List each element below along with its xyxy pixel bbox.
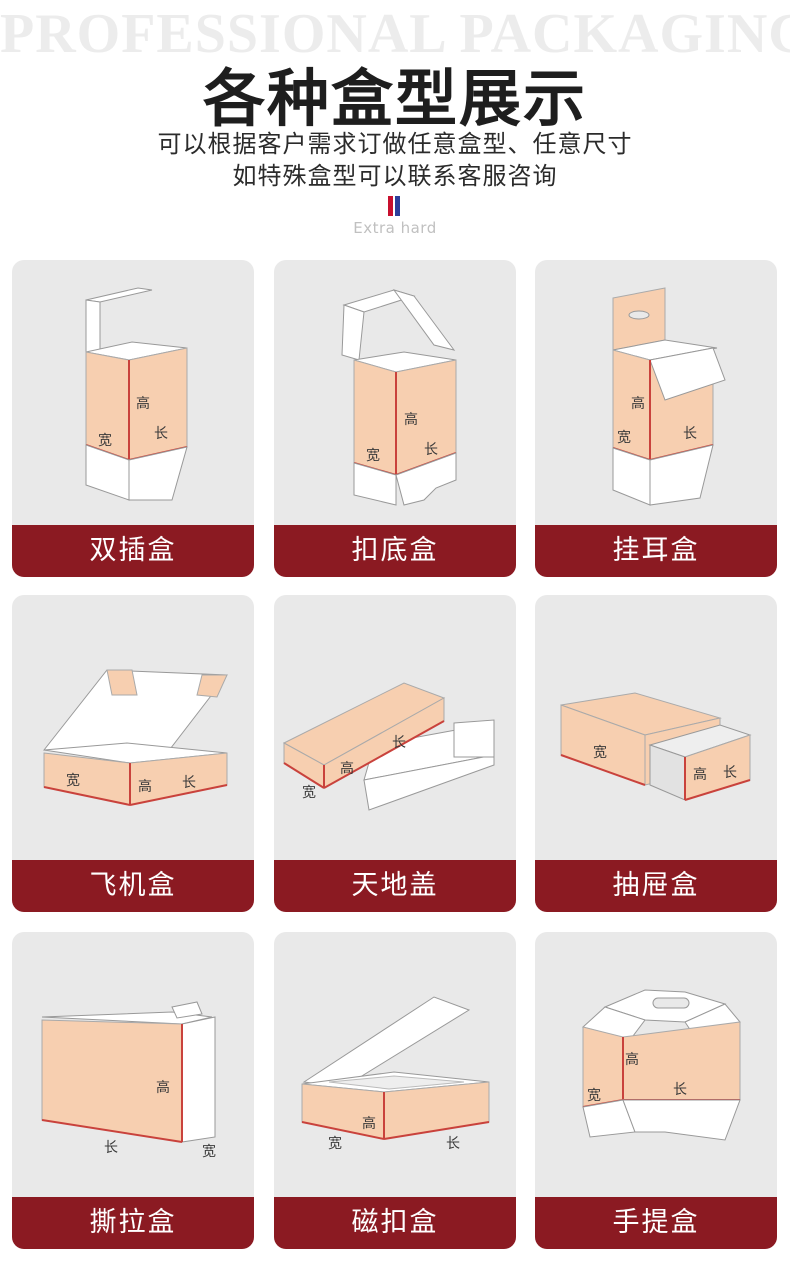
box-card-drawer[interactable]: 宽 高 长 抽屉盒 bbox=[535, 595, 777, 912]
dim-length: 长 bbox=[182, 775, 196, 791]
box-card-hang-tab[interactable]: 高 宽 长 挂耳盒 bbox=[535, 260, 777, 577]
subtitle-line-1: 可以根据客户需求订做任意盒型、任意尺寸 bbox=[157, 130, 633, 158]
dim-width: 宽 bbox=[328, 1135, 342, 1152]
box-card-tear-strip[interactable]: 高 长 宽 撕拉盒 bbox=[12, 932, 254, 1249]
box-card-mailer[interactable]: 宽 高 长 飞机盒 bbox=[12, 595, 254, 912]
dim-height: 高 bbox=[693, 766, 707, 783]
dim-width: 宽 bbox=[66, 772, 80, 789]
card-label: 磁扣盒 bbox=[274, 1197, 516, 1249]
dim-width: 宽 bbox=[593, 744, 607, 761]
double-tuck-box-illustration: 高 宽 长 bbox=[85, 287, 188, 501]
dim-width: 宽 bbox=[617, 429, 631, 446]
dim-length: 长 bbox=[424, 442, 438, 458]
card-label: 飞机盒 bbox=[12, 860, 254, 912]
dim-width: 宽 bbox=[98, 432, 112, 449]
dim-height: 高 bbox=[136, 395, 150, 412]
dim-width: 宽 bbox=[202, 1143, 216, 1160]
box-card-double-tuck[interactable]: 高 宽 长 双插盒 bbox=[12, 260, 254, 577]
card-label: 抽屉盒 bbox=[535, 860, 777, 912]
dim-height: 高 bbox=[138, 778, 152, 795]
subtitle-line-2: 如特殊盒型可以联系客服咨询 bbox=[232, 162, 558, 190]
box-card-lid-base[interactable]: 长 高 宽 天地盖 bbox=[274, 595, 516, 912]
dim-length: 长 bbox=[154, 426, 168, 442]
box-card-magnetic[interactable]: 高 宽 长 磁扣盒 bbox=[274, 932, 516, 1249]
mailer-box-illustration: 宽 高 长 bbox=[42, 669, 228, 806]
dim-width: 宽 bbox=[587, 1087, 601, 1104]
hang-tab-box-illustration: 高 宽 长 bbox=[612, 287, 726, 506]
dim-length: 长 bbox=[683, 426, 697, 442]
handle-box-illustration: 高 宽 长 bbox=[581, 989, 741, 1141]
card-label: 双插盒 bbox=[12, 525, 254, 577]
drawer-box-illustration: 宽 高 长 bbox=[560, 692, 752, 801]
dim-height: 高 bbox=[631, 395, 645, 412]
dim-length: 长 bbox=[723, 765, 737, 781]
dim-length: 长 bbox=[446, 1136, 460, 1152]
page-header: PROFESSIONAL PACKAGING 各种盒型展示 可以根据客户需求订做… bbox=[0, 0, 790, 250]
card-label: 手提盒 bbox=[535, 1197, 777, 1249]
dim-length: 长 bbox=[104, 1140, 118, 1156]
extra-hard-text: Extra hard bbox=[353, 219, 437, 237]
background-title: PROFESSIONAL PACKAGING bbox=[0, 3, 790, 65]
tear-strip-box-illustration: 高 长 宽 bbox=[41, 1001, 216, 1160]
box-card-lock-bottom[interactable]: 高 宽 长 扣底盒 bbox=[274, 260, 516, 577]
magnetic-box-illustration: 高 宽 长 bbox=[301, 996, 490, 1152]
box-card-handle[interactable]: 高 宽 长 手提盒 bbox=[535, 932, 777, 1249]
dim-height: 高 bbox=[404, 411, 418, 428]
card-label: 天地盖 bbox=[274, 860, 516, 912]
dim-length: 长 bbox=[392, 735, 406, 751]
card-label: 撕拉盒 bbox=[12, 1197, 254, 1249]
dim-width: 宽 bbox=[302, 784, 316, 801]
dim-height: 高 bbox=[340, 760, 354, 777]
page-title: 各种盒型展示 bbox=[202, 62, 587, 135]
lock-bottom-box-illustration: 高 宽 长 bbox=[341, 289, 457, 506]
lid-base-box-illustration: 长 高 宽 bbox=[282, 682, 495, 811]
dim-length: 长 bbox=[673, 1082, 687, 1098]
card-label: 挂耳盒 bbox=[535, 525, 777, 577]
flag-icon bbox=[388, 196, 404, 216]
card-label: 扣底盒 bbox=[274, 525, 516, 577]
dim-height: 高 bbox=[625, 1051, 639, 1068]
dim-height: 高 bbox=[362, 1115, 376, 1132]
dim-height: 高 bbox=[156, 1079, 170, 1096]
dim-width: 宽 bbox=[366, 447, 380, 464]
